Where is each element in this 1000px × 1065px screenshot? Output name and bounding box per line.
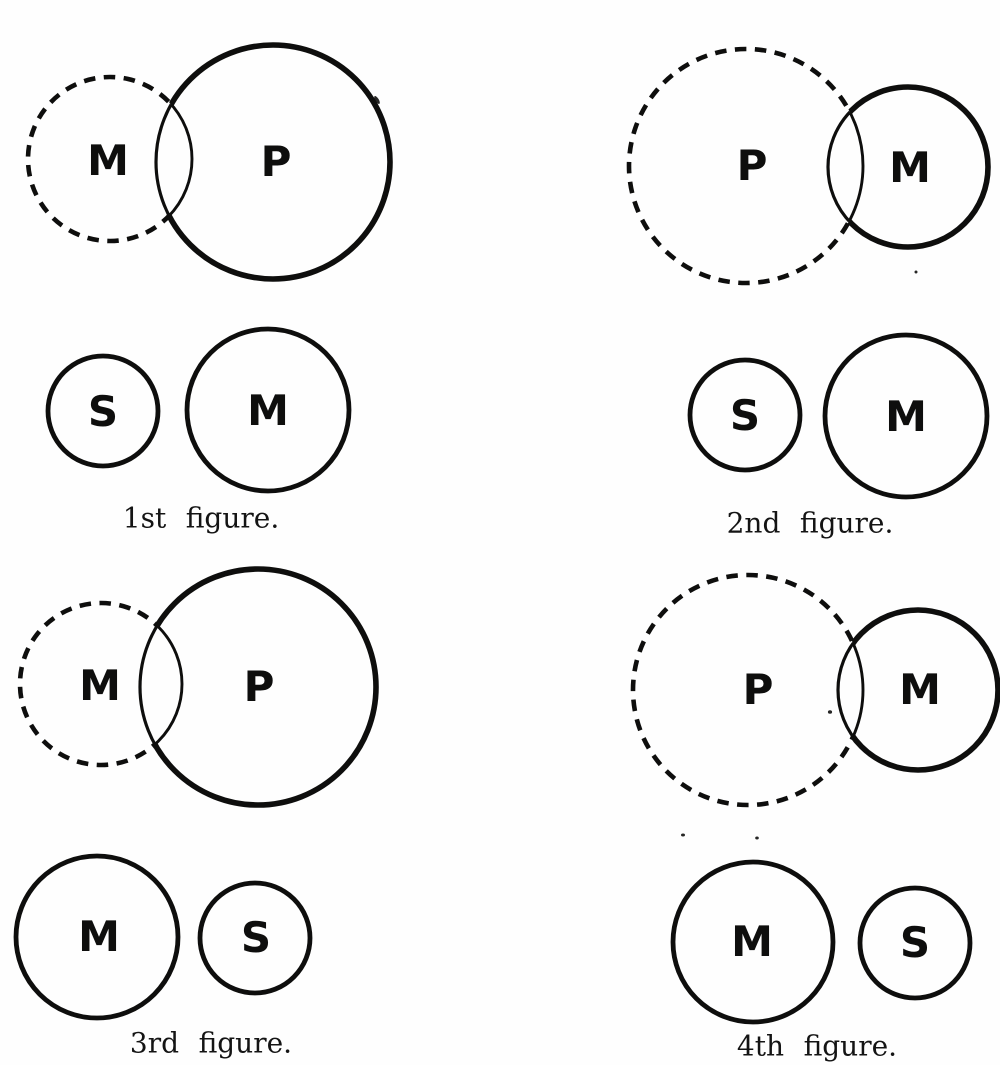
fig1-term-label-p-solid: P [260,137,292,186]
fig2-conclusion-circle-M [822,332,990,500]
fig4-term-label-p-dashed: P [742,665,774,714]
ink-speck [681,833,685,837]
fig3-conclusion-circle-M [13,853,181,1021]
fig1-premise-circle-P-inner-arc [154,77,192,241]
fig1-conclusion-term-label-s: S [87,387,119,436]
fig3-conclusion-circle-S [197,880,313,996]
ink-speck [374,96,380,104]
fig1-conclusion-circle-M [184,326,352,494]
fig2-term-label-p-dashed: P [736,141,768,190]
fig3-conclusion-term-label-m: M [78,912,120,961]
fig2-term-label-m-solid: M [889,143,931,192]
fig3-premise-circle-P-inner-arc [138,603,182,765]
fig2-conclusion-circle-S [687,357,803,473]
fig4-term-label-m-solid: M [899,665,941,714]
fig4-conclusion-circle-S [857,885,973,1001]
fig2-caption: 2nd figure. [726,506,894,540]
fig2-premise-circle-M-inner-arc [826,85,863,249]
fig4-conclusion-term-label-m: M [731,917,773,966]
fig2-conclusion-term-label-m: M [885,392,927,441]
fig2-premise-circle-P-inner-arc [828,87,865,247]
fig1-caption: 1st figure. [122,501,280,535]
fig3-term-label-p-solid: P [243,662,275,711]
fig4-premise-circle-P-inner-arc [838,610,865,770]
fig1-conclusion-circle-S [45,353,161,469]
fig1-premise-circle-M-inner-arc [156,75,194,243]
fig4-caption: 4th figure. [736,1029,898,1063]
ink-speck [914,270,918,274]
fig3-caption: 3rd figure. [129,1026,293,1060]
fig1-conclusion-term-label-m: M [247,386,289,435]
ink-speck [755,836,759,840]
fig3-conclusion-term-label-s: S [240,913,272,962]
ink-speck [827,710,833,714]
fig4-premise-circle-M-inner-arc [836,608,863,772]
fig3-term-label-m-dashed: M [79,661,121,710]
fig4-conclusion-term-label-s: S [899,918,931,967]
fig3-premise-circle-M-inner-arc [140,601,184,767]
fig2-conclusion-term-label-s: S [729,391,761,440]
fig1-term-label-m-dashed: M [87,136,129,185]
fig4-conclusion-circle-M [670,859,836,1025]
